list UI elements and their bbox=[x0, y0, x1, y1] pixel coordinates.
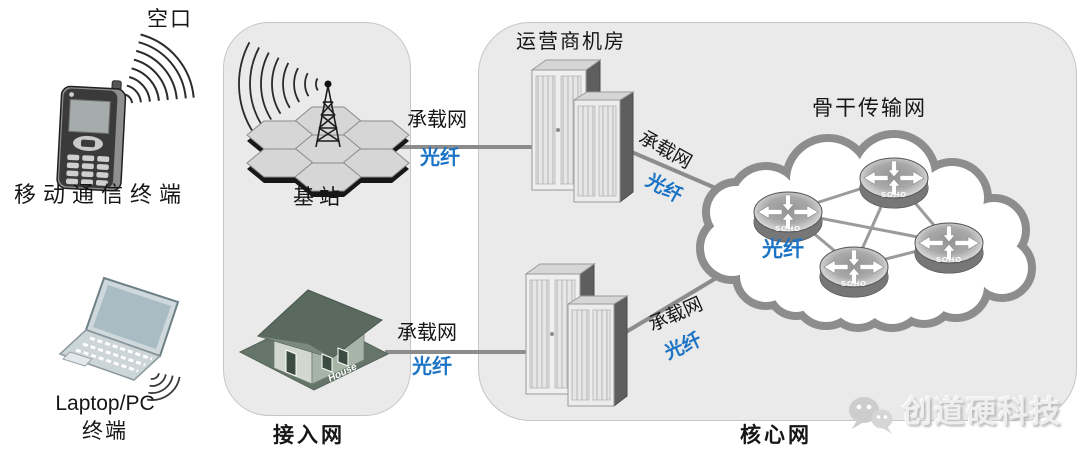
access-network-caption: 接入网 bbox=[273, 424, 345, 447]
bearer2-label: 承载网 bbox=[397, 322, 457, 344]
mobile-terminal-label: 移动通信终端 bbox=[14, 182, 189, 207]
tower bbox=[315, 85, 341, 148]
house-icon: House bbox=[238, 289, 390, 391]
wechat-icon bbox=[849, 397, 893, 434]
server-rack-upper-icon bbox=[531, 59, 634, 203]
router-label: SOHO bbox=[841, 279, 867, 288]
tower-antenna-tip bbox=[324, 80, 332, 88]
router-label: SOHO bbox=[936, 255, 962, 264]
mobile-phone-icon bbox=[56, 33, 195, 192]
watermark-brand: 创道硬科技 bbox=[902, 396, 1062, 429]
cloud-fiber-label: 光纤 bbox=[762, 238, 804, 261]
router-icon-1: SOHO bbox=[753, 191, 823, 243]
backbone-label: 骨干传输网 bbox=[812, 97, 927, 120]
router-icon-2: SOHO bbox=[859, 157, 929, 209]
fiber2-label: 光纤 bbox=[412, 356, 452, 378]
router-icon-4: SOHO bbox=[914, 222, 984, 274]
router-label: SOHO bbox=[775, 224, 801, 233]
fiber1-label: 光纤 bbox=[420, 147, 460, 169]
house-window-2 bbox=[337, 347, 349, 367]
laptop-icon bbox=[58, 276, 181, 401]
base-station-icon bbox=[238, 41, 410, 197]
router-label: SOHO bbox=[881, 190, 907, 199]
base-station-label: 基站 bbox=[293, 186, 345, 209]
server-rack-lower-icon bbox=[525, 263, 628, 407]
phone-body bbox=[56, 80, 127, 192]
operator-room-label: 运营商机房 bbox=[516, 31, 626, 53]
air-interface-label: 空口 bbox=[147, 8, 193, 31]
house-door bbox=[285, 349, 297, 377]
bearer1-label: 承载网 bbox=[407, 109, 467, 131]
base-station-waves bbox=[238, 41, 319, 132]
router-icon-3: SOHO bbox=[819, 246, 889, 298]
laptop-waves bbox=[146, 372, 181, 401]
laptop-label-line1: Laptop/PC bbox=[55, 392, 155, 415]
laptop-label-line2: 终端 bbox=[82, 420, 128, 443]
core-network-caption: 核心网 bbox=[740, 424, 812, 447]
house-roof-front bbox=[258, 336, 332, 358]
house-window-1 bbox=[321, 353, 333, 373]
hex-cells bbox=[246, 106, 410, 197]
air-interface-waves bbox=[124, 33, 195, 104]
backbone-cloud: SOHO SOHO SOHO SOHO bbox=[696, 130, 1036, 332]
